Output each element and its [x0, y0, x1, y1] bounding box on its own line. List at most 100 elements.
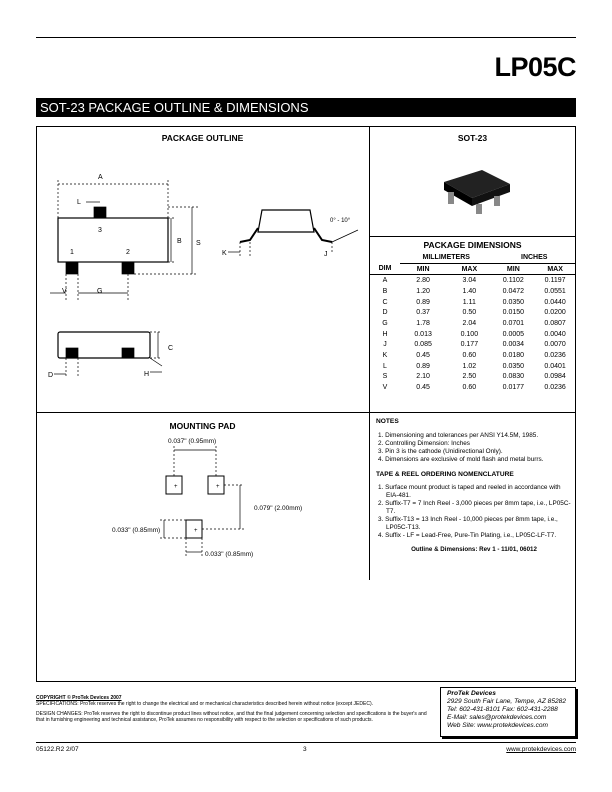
table-cell: 0.0005: [502, 330, 525, 338]
svg-text:+: +: [216, 484, 220, 490]
table-cell: K: [382, 352, 388, 360]
table-cell: S: [382, 373, 388, 381]
table-cell: 2.04: [462, 319, 477, 327]
top-rule: [36, 37, 576, 38]
package-dimensions-heading: PACKAGE DIMENSIONS: [423, 240, 522, 250]
table-cell: 1.20: [416, 287, 430, 295]
table-cell: 0.177: [460, 341, 479, 349]
frame-divider: [369, 236, 576, 237]
list-item: 2. Controlling Dimension: Inches: [378, 439, 470, 447]
svg-text:+: +: [194, 528, 198, 534]
table-cell: 0.100: [460, 330, 479, 338]
table-row: A 2.80 3.04 0.1102 0.1197: [370, 275, 576, 286]
company-name: ProTek Devices: [447, 690, 496, 697]
table-cell: 0.0440: [544, 298, 566, 306]
dim-label-h: H: [144, 371, 149, 378]
table-cell: 2.80: [416, 277, 430, 285]
col-inches: INCHES: [492, 252, 576, 264]
table-cell: 0.0034: [502, 341, 525, 349]
dim-label-j: J: [324, 251, 328, 258]
table-cell: 0.0830: [502, 373, 525, 381]
design-changes-text: DESIGN CHANGES: ProTek reserves the righ…: [36, 711, 427, 723]
company-phone: Tel: 602-431-8101 Fax: 602-431-2288: [447, 706, 558, 713]
table-cell: 0.0350: [502, 362, 525, 370]
footer-url[interactable]: www.protekdevices.com: [506, 746, 576, 753]
mounting-pad-drawing: + + +: [160, 446, 244, 556]
copyright: COPYRIGHT © ProTek Devices 2007: [36, 695, 122, 701]
pin-3-label: 3: [98, 227, 102, 234]
table-cell: 0.60: [462, 352, 477, 360]
dim-label-g: G: [97, 288, 102, 295]
table-cell: 0.0807: [544, 319, 566, 327]
company-website[interactable]: Web Site: www.protekdevices.com: [447, 722, 549, 729]
notes-heading: NOTES: [376, 418, 399, 425]
notes-section: NOTES 1. Dimensioning and tolerances per…: [376, 418, 572, 554]
section-title: SOT-23 PACKAGE OUTLINE & DIMENSIONS: [36, 98, 576, 117]
company-email[interactable]: E-Mail: sales@protekdevices.com: [447, 714, 547, 721]
table-row: B 1.20 1.40 0.0472 0.0551: [370, 286, 576, 297]
table-cell: 0.45: [416, 352, 430, 360]
table-cell: 0.45: [416, 384, 430, 392]
page-number: 3: [303, 746, 307, 753]
table-cell: 1.02: [462, 362, 477, 370]
table-cell: 0.0401: [544, 362, 566, 370]
sot23-package-image: [444, 170, 510, 214]
doc-number: 05122.R2 2/07: [36, 746, 79, 753]
pad-dim-pitch: 0.037" (0.95mm): [168, 438, 217, 445]
table-cell: 1.11: [462, 298, 476, 306]
table-cell: 0.0200: [544, 309, 566, 317]
table-cell: 3.04: [462, 277, 477, 285]
table-cell: 0.0701: [502, 319, 525, 327]
angle-label: 0° - 10°: [330, 218, 351, 224]
table-cell: 0.0040: [544, 330, 566, 338]
table-cell: 0.0551: [544, 287, 566, 295]
pin-2-label: 2: [126, 249, 130, 256]
dimensions-frame: [36, 126, 576, 682]
dim-label-a: A: [98, 174, 103, 181]
table-cell: 2.50: [462, 373, 477, 381]
dim-label-d: D: [48, 372, 53, 379]
svg-text:+: +: [174, 484, 178, 490]
table-subheader: DIM: [370, 263, 400, 276]
list-item: 3. Suffix-T13 = 13 Inch Reel - 10,000 pi…: [378, 516, 558, 531]
table-cell: 0.0180: [502, 352, 525, 360]
package-outline-heading: PACKAGE OUTLINE: [161, 133, 244, 143]
mounting-pad-heading: MOUNTING PAD: [169, 421, 236, 431]
table-subheader: MAX: [534, 263, 576, 276]
table-cell: 0.37: [416, 309, 430, 317]
table-cell: B: [382, 287, 388, 295]
table-cell: 0.0350: [502, 298, 525, 306]
table-row: L 0.89 1.02 0.0350 0.0401: [370, 361, 576, 372]
pad-dim-span: 0.079" (2.00mm): [254, 505, 303, 512]
table-cell: V: [382, 384, 388, 392]
table-cell: 1.40: [462, 287, 477, 295]
footer-legal: COPYRIGHT © ProTek Devices 2007 SPECIFIC…: [36, 695, 431, 723]
dim-label-k: K: [222, 250, 227, 257]
revision-label: Outline & Dimensions: Rev 1 - 11/01, 060…: [411, 545, 537, 553]
frame-divider: [369, 126, 370, 580]
table-cell: 0.0472: [502, 287, 525, 295]
table-cell: 0.0070: [544, 341, 566, 349]
table-cell: 0.1102: [502, 277, 524, 285]
list-item: 4. Dimensions are exclusive of mold flas…: [378, 455, 544, 463]
table-cell: 0.89: [416, 362, 430, 370]
list-item: 1. Dimensioning and tolerances per ANSI …: [378, 431, 539, 439]
col-millimeters: MILLIMETERS: [400, 252, 493, 264]
table-cell: 0.1197: [544, 277, 566, 285]
list-item: 2. Suffix-T7 = 7 Inch Reel - 3,000 piece…: [378, 500, 571, 516]
tape-reel-heading: TAPE & REEL ORDERING NOMENCLATURE: [376, 470, 514, 478]
table-cell: 0.50: [462, 309, 477, 317]
dim-label-l: L: [77, 199, 81, 206]
table-cell: 1.78: [416, 319, 430, 327]
table-cell: A: [382, 277, 388, 285]
table-cell: L: [383, 362, 387, 370]
table-cell: J: [383, 341, 387, 349]
list-item: 4. Suffix - LF = Lead-Free, Pure-Tin Pla…: [378, 531, 557, 539]
table-cell: 0.0236: [544, 384, 566, 392]
